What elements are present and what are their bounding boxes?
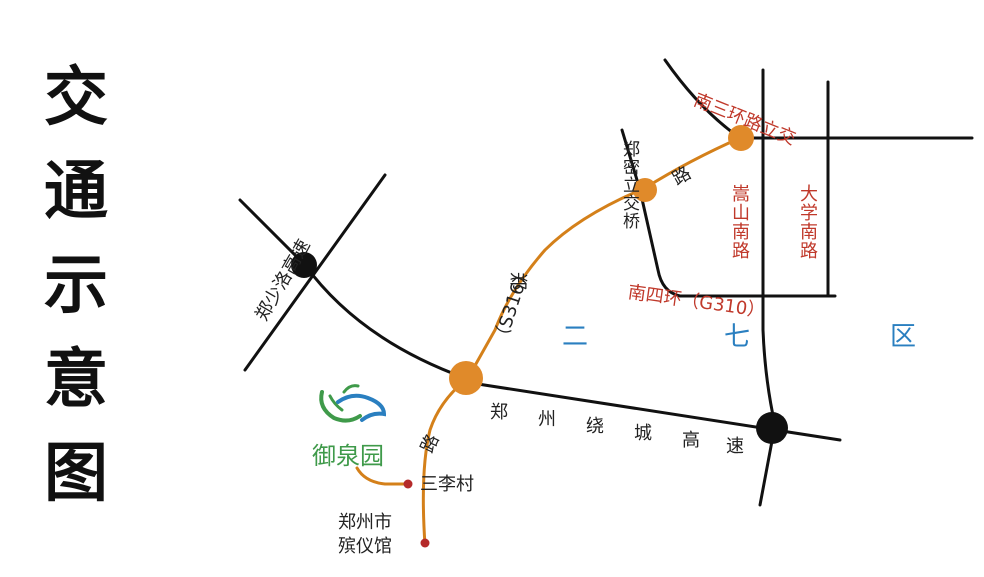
label-zhengmi-bridge: 郑密立交桥 [619, 140, 639, 230]
interchange-node-orange-nansanhuan [728, 125, 754, 151]
route-zhengmi-road [421, 136, 742, 547]
ring-char-1: 郑 [490, 402, 508, 423]
district-char-3: 区 [890, 322, 917, 352]
ring-char-3: 绕 [586, 416, 604, 437]
poi-dot-sanli-village [403, 479, 413, 489]
district-char-2: 七 [724, 322, 751, 352]
title-char-3: 示 [44, 248, 108, 323]
place-funeral-home-line2: 殡仪馆 [338, 536, 392, 557]
district-char-1: 二 [562, 322, 589, 352]
title-char-2: 通 [44, 154, 108, 229]
poi-dot-funeral-home [420, 538, 430, 548]
road-fourth-ring [620, 128, 837, 298]
place-sanli-village: 三李村 [420, 474, 474, 495]
interchange-node-orange-main [449, 361, 483, 395]
road-zhengzhou-ring-west [303, 263, 467, 380]
road-nw-diagonal [238, 198, 307, 267]
interchange-node-orange-zhengmi [633, 178, 657, 202]
ring-char-4: 城 [634, 423, 652, 444]
route-yuquanyuan-branch [355, 466, 410, 486]
road-zhengshaoluo-expressway [243, 173, 387, 372]
title-char-4: 意 [44, 342, 108, 417]
road-network [238, 58, 974, 507]
ring-char-2: 州 [538, 409, 556, 430]
title-char-1: 交 [44, 60, 108, 135]
ring-char-6: 速 [726, 436, 744, 457]
yuquanyuan-logo [319, 384, 387, 423]
place-funeral-home-line1: 郑州市 [338, 512, 392, 533]
title-char-5: 图 [44, 436, 108, 511]
ring-char-5: 高 [682, 430, 700, 451]
label-daxue-south-road: 大学南路 [797, 184, 818, 260]
interchange-node-black-east [756, 412, 788, 444]
label-songshan-south-road: 嵩山南路 [729, 184, 750, 260]
place-yuquanyuan: 御泉园 [312, 442, 384, 470]
interchange-node-black-west [291, 252, 317, 278]
